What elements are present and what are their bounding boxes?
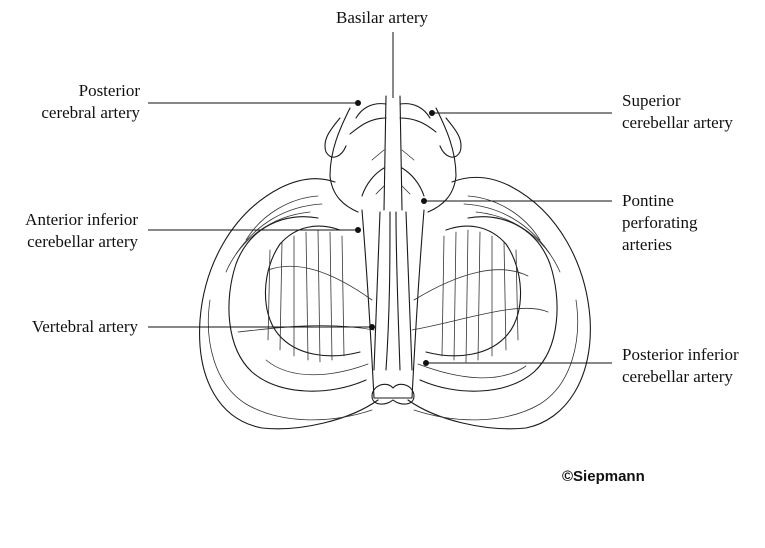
copyright-credit: ©Siepmann [562, 468, 645, 485]
cerebellum-outline [199, 177, 591, 430]
brainstem [324, 107, 462, 405]
arteries [237, 95, 549, 379]
label-anterior-inferior-cerebellar-artery: Anterior inferior cerebellar artery [25, 210, 138, 251]
leader-lines [148, 32, 612, 366]
label-posterior-cerebral-artery: Posterior cerebral artery [41, 81, 140, 122]
label-pontine-perforating-arteries: Pontine perforating arteries [622, 191, 698, 254]
label-vertebral-artery: Vertebral artery [31, 317, 138, 336]
label-superior-cerebellar-artery: Superior cerebellar artery [622, 91, 733, 132]
label-posterior-inferior-cerebellar-artery: Posterior inferior cerebellar artery [622, 345, 739, 386]
label-basilar-artery: Basilar artery [336, 8, 429, 27]
